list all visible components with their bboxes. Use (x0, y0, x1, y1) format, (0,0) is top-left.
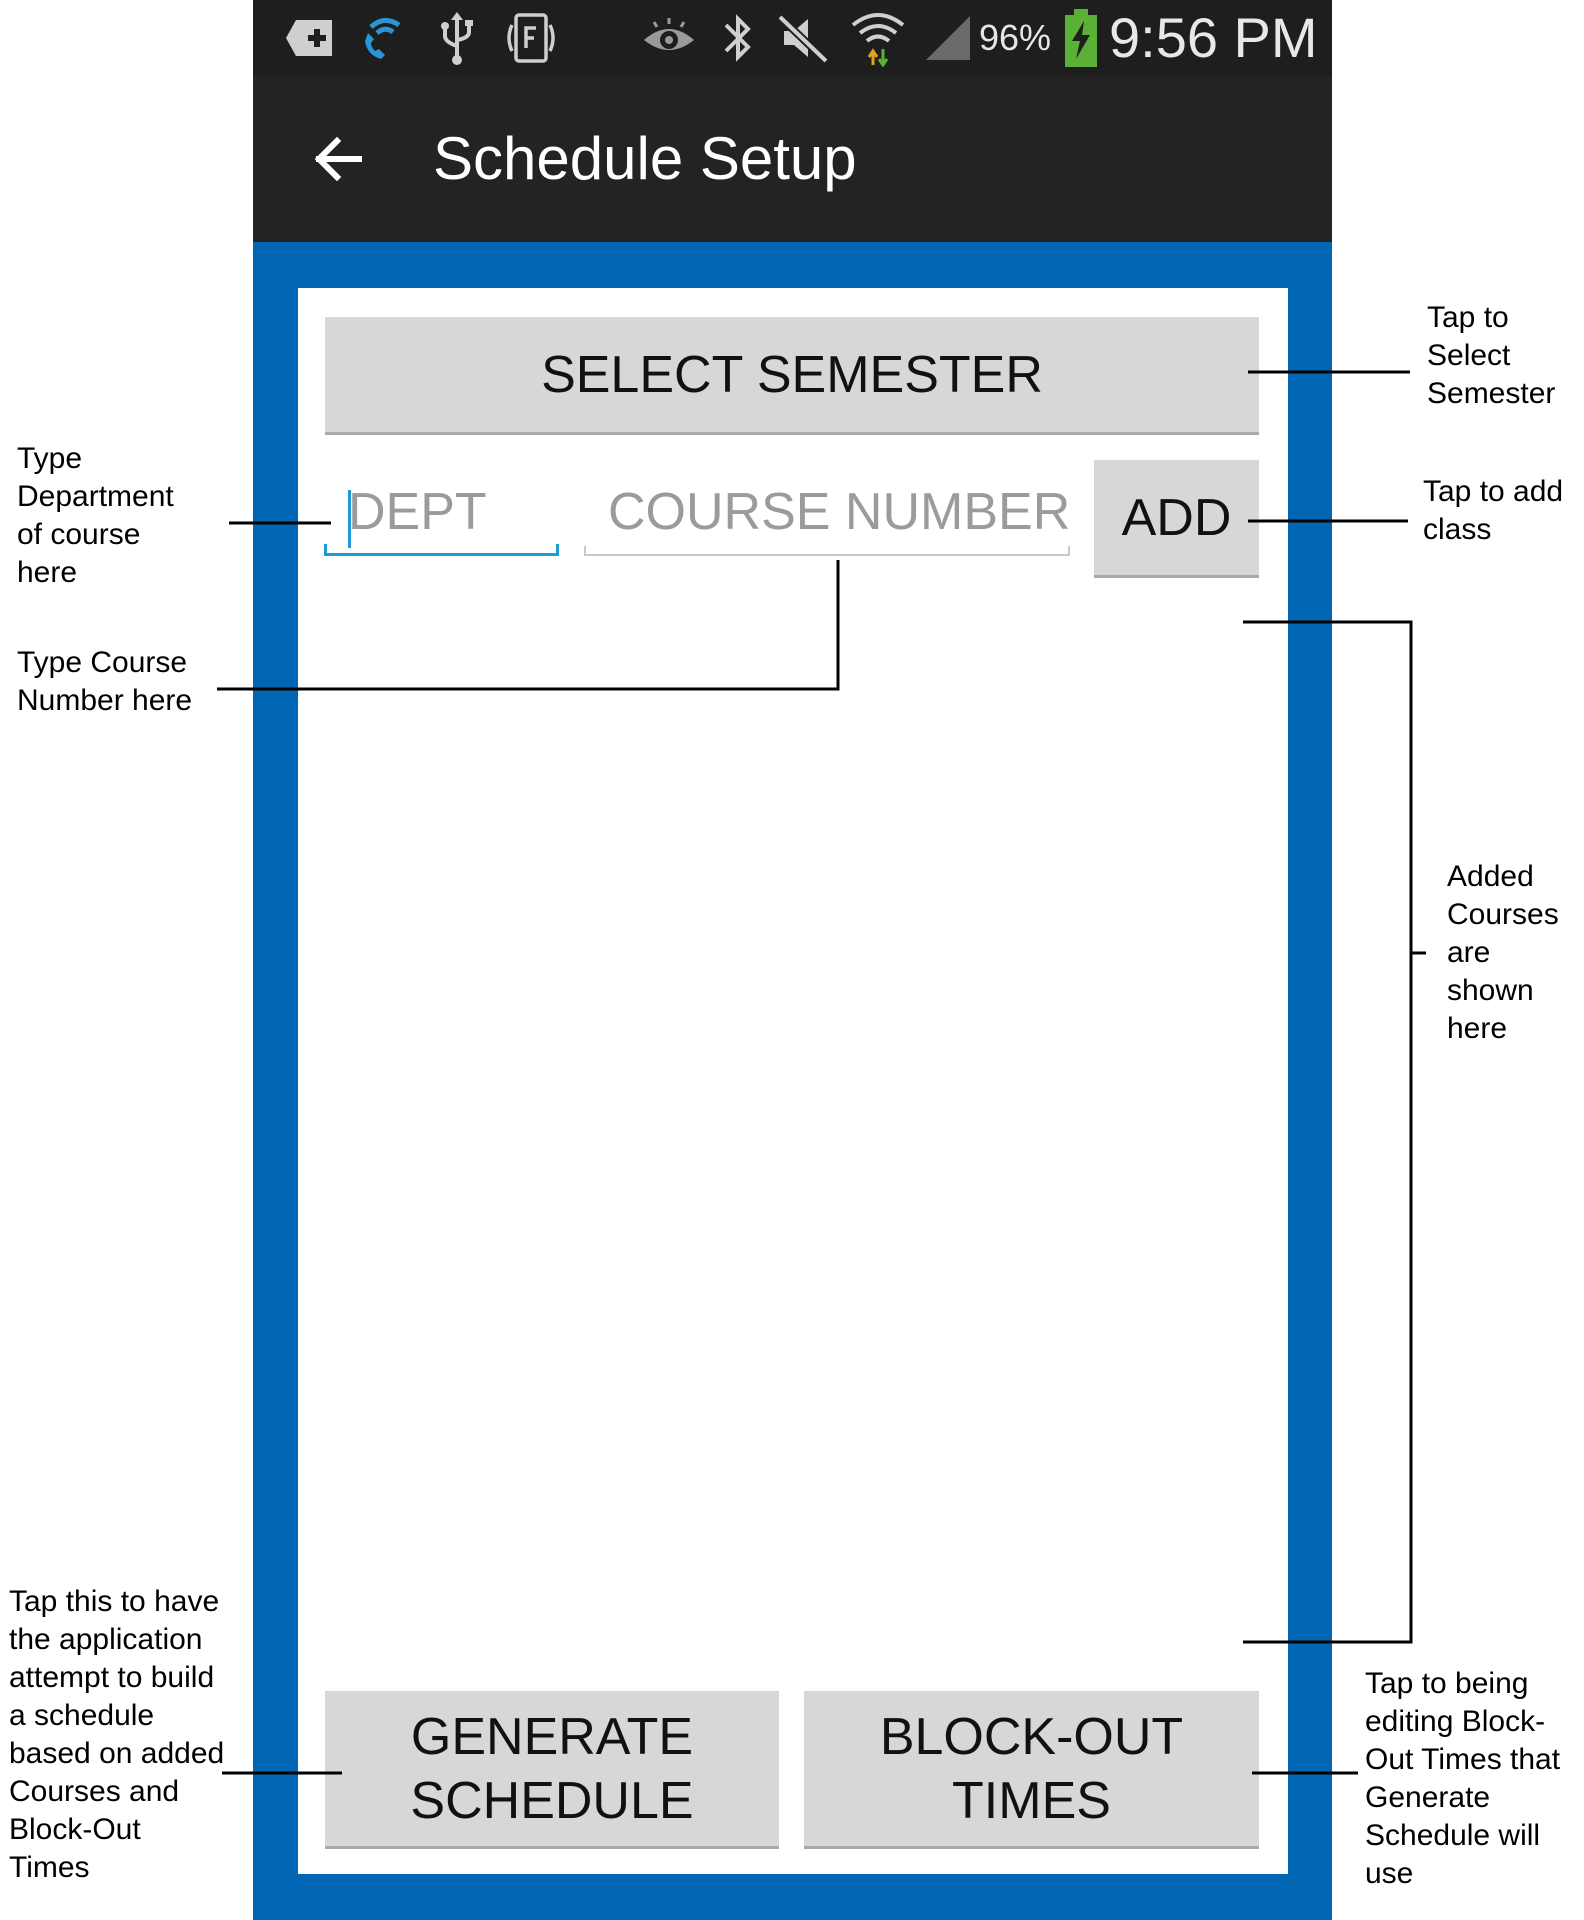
status-bar: 96% 9:56 PM (253, 0, 1332, 76)
course-list-note: Added Courses are shown here (1447, 860, 1559, 1045)
add-button[interactable]: ADD (1094, 460, 1259, 575)
blockout-label-line1: BLOCK-OUT (879, 1707, 1184, 1766)
clock: 9:56 PM (1109, 6, 1318, 69)
add-note: Tap to add class (1423, 475, 1564, 546)
course-number-note: Type Course Number here (17, 646, 193, 717)
content-card: SELECT SEMESTER ADD GENERATE SCHEDULE BL… (298, 288, 1288, 1874)
add-notification-icon (285, 8, 337, 68)
added-courses-list[interactable] (325, 618, 1259, 1638)
wifi-calling-icon (356, 8, 412, 68)
select-semester-button[interactable]: SELECT SEMESTER (325, 317, 1259, 432)
dept-input[interactable] (324, 470, 559, 553)
signal-icon (923, 8, 973, 68)
phone-screen: 96% 9:56 PM Schedule Setup SELECT SEMEST… (253, 0, 1332, 1920)
page-title: Schedule Setup (433, 125, 857, 192)
generate-schedule-button[interactable]: GENERATE SCHEDULE (325, 1691, 779, 1846)
battery-charging-icon (1061, 8, 1101, 68)
generate-note: Tap this to have the application attempt… (9, 1585, 225, 1884)
generate-label-line1: GENERATE (410, 1707, 694, 1766)
blockout-note: Tap to being editing Block- Out Times th… (1365, 1667, 1561, 1890)
add-label: ADD (1121, 488, 1232, 547)
course-number-input[interactable] (584, 470, 1070, 554)
blockout-label-line2: TIMES (952, 1771, 1111, 1830)
back-arrow-icon[interactable] (311, 133, 363, 185)
eye-icon (639, 8, 699, 68)
select-semester-label: SELECT SEMESTER (541, 345, 1043, 404)
text-cursor (348, 490, 351, 548)
dept-note: Type Department of course here (17, 442, 174, 589)
generate-label-line2: SCHEDULE (410, 1771, 694, 1830)
wifi-icon (848, 8, 908, 68)
battery-percent: 96% (979, 17, 1052, 58)
usb-icon (435, 8, 479, 68)
select-semester-note: Tap to Select Semester (1427, 301, 1556, 410)
bluetooth-icon (718, 8, 758, 68)
course-number-field[interactable] (584, 470, 1070, 556)
block-out-times-button[interactable]: BLOCK-OUT TIMES (804, 1691, 1259, 1846)
nfc-icon (503, 8, 559, 68)
dept-field[interactable] (324, 470, 559, 556)
app-bar: Schedule Setup (253, 76, 1332, 242)
mute-icon (775, 8, 831, 68)
